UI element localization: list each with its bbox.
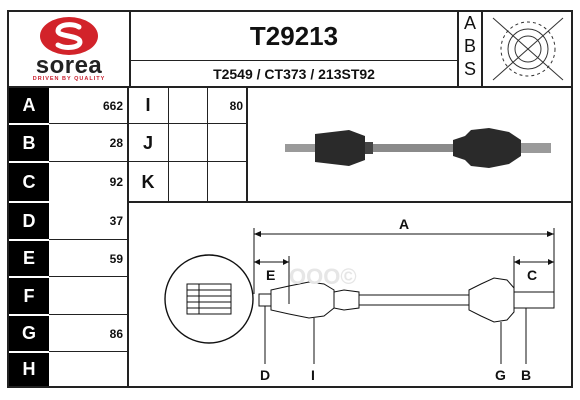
diagram-label-b: B	[521, 367, 531, 383]
dim-value-i: 80	[229, 98, 243, 113]
dim-letter-k: K	[141, 171, 155, 192]
abs-ring-crossed-icon	[492, 17, 564, 81]
brand-name: sorea	[35, 52, 103, 79]
diagram-label-i: I	[311, 367, 315, 383]
spec-sheet: sorea DRIVEN BY QUALITY T29213 T2549 / C…	[7, 10, 573, 388]
driveshaft-photo	[285, 128, 551, 168]
diagram-label-a: A	[399, 216, 409, 232]
dim-letter-g: G	[9, 316, 49, 351]
dim-value-g: 86	[109, 326, 123, 341]
abs-letter-a: A	[463, 13, 476, 33]
dim-letter-h: H	[9, 353, 49, 386]
dim-value-j	[169, 125, 247, 161]
dim-value-k	[169, 163, 247, 201]
dim-letter-e: E	[9, 241, 49, 276]
dimension-diagram: A E C	[164, 216, 555, 383]
abs-letter-s: S	[463, 59, 476, 79]
sorea-logo-icon	[40, 17, 98, 55]
watermark: OOO©	[289, 264, 357, 289]
dim-letter-a: A	[9, 88, 49, 123]
diagram-label-g: G	[495, 367, 506, 383]
diagram-label-e: E	[266, 267, 275, 283]
diagram-label-c: C	[527, 267, 537, 283]
diagram-label-d: D	[260, 367, 270, 383]
dim-value-e: 59	[109, 251, 123, 266]
dim-letter-i: I	[145, 95, 151, 115]
logo-block: sorea DRIVEN BY QUALITY	[9, 12, 129, 86]
abs-letter-b: B	[463, 36, 476, 56]
abs-label: A B S	[459, 14, 481, 78]
dim-value-d: 37	[109, 214, 123, 228]
dim-letter-c: C	[9, 163, 49, 201]
dim-letter-f: F	[9, 278, 49, 314]
dim-value-f	[49, 278, 127, 314]
part-number: T29213	[249, 20, 339, 51]
cross-references: T2549 / CT373 / 213ST92	[213, 65, 375, 82]
dim-value-b: 28	[109, 136, 123, 150]
dim-letter-b: B	[9, 125, 49, 161]
dim-value-h	[49, 353, 127, 386]
brand-tagline: DRIVEN BY QUALITY	[32, 76, 106, 82]
dim-value-a: 662	[102, 98, 123, 113]
dim-letter-d: D	[9, 203, 49, 239]
dim-value-c: 92	[109, 175, 123, 189]
dim-letter-j: J	[142, 132, 153, 153]
